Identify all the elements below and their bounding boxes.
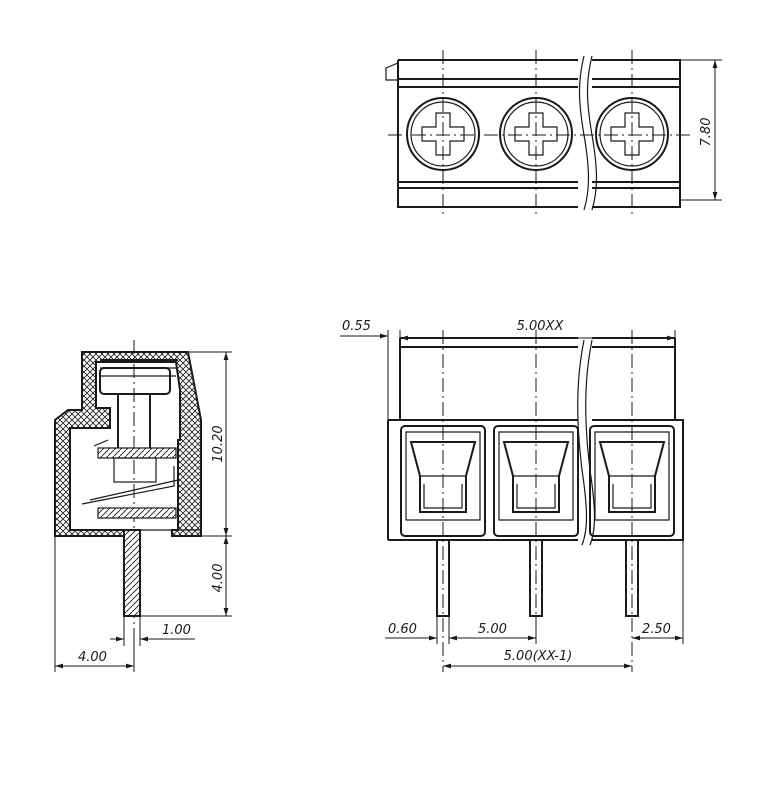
- pin-side: [123, 529, 141, 617]
- dim-label-pitch: 5.00: [478, 622, 507, 637]
- dim-0-55: 0.55: [340, 319, 389, 420]
- screw-head-2: [499, 50, 573, 215]
- screw-head-3: [595, 50, 669, 215]
- dim-5-00: 5.00: [449, 616, 537, 644]
- screw-head-side: [99, 367, 171, 395]
- dim-5-00-xx-1: 5.00(XX-1): [443, 649, 632, 669]
- dim-1-00: 1.00: [110, 616, 195, 646]
- front-view: 5.00XX 0.55 0.60 5.00 2.50 5.00(XX-1): [340, 319, 684, 672]
- terminal-cell-2: [493, 330, 579, 640]
- terminal-cell-1: [400, 330, 486, 672]
- dim-0-60: 0.60: [385, 616, 450, 644]
- pin-1: [436, 539, 450, 617]
- screw-head-1: [406, 50, 480, 215]
- dim-label-pin-span: 5.00(XX-1): [504, 649, 573, 664]
- terminal-cell-3: [589, 330, 675, 672]
- dim-label-height-side: 10.20: [211, 425, 226, 462]
- clamp-box: [113, 457, 157, 483]
- dim-label-depth: 4.00: [78, 650, 107, 665]
- dim-2-50: 2.50: [632, 540, 684, 644]
- dim-5-00xx: 5.00XX: [399, 319, 676, 341]
- side-view: 10.20 4.00 1.00 4.00: [54, 340, 232, 672]
- dim-label-pin-width: 1.00: [162, 623, 191, 638]
- dim-10-20: 10.20: [188, 351, 232, 537]
- dim-label-pitch-total: 5.00XX: [517, 319, 565, 334]
- dim-4-00-vertical: 4.00: [140, 536, 232, 617]
- dim-label-pin-thickness: 0.60: [388, 622, 417, 637]
- dim-label-pin-length: 4.00: [211, 564, 226, 593]
- pin-3: [625, 539, 639, 617]
- dim-label-edge: 2.50: [642, 622, 671, 637]
- dim-7-80: 7.80: [680, 59, 722, 201]
- dim-label-offset: 0.55: [342, 319, 371, 334]
- dim-4-00-horizontal: 4.00: [54, 536, 135, 672]
- top-view: 7.80: [385, 50, 722, 215]
- dim-label-height-top: 7.80: [699, 118, 714, 147]
